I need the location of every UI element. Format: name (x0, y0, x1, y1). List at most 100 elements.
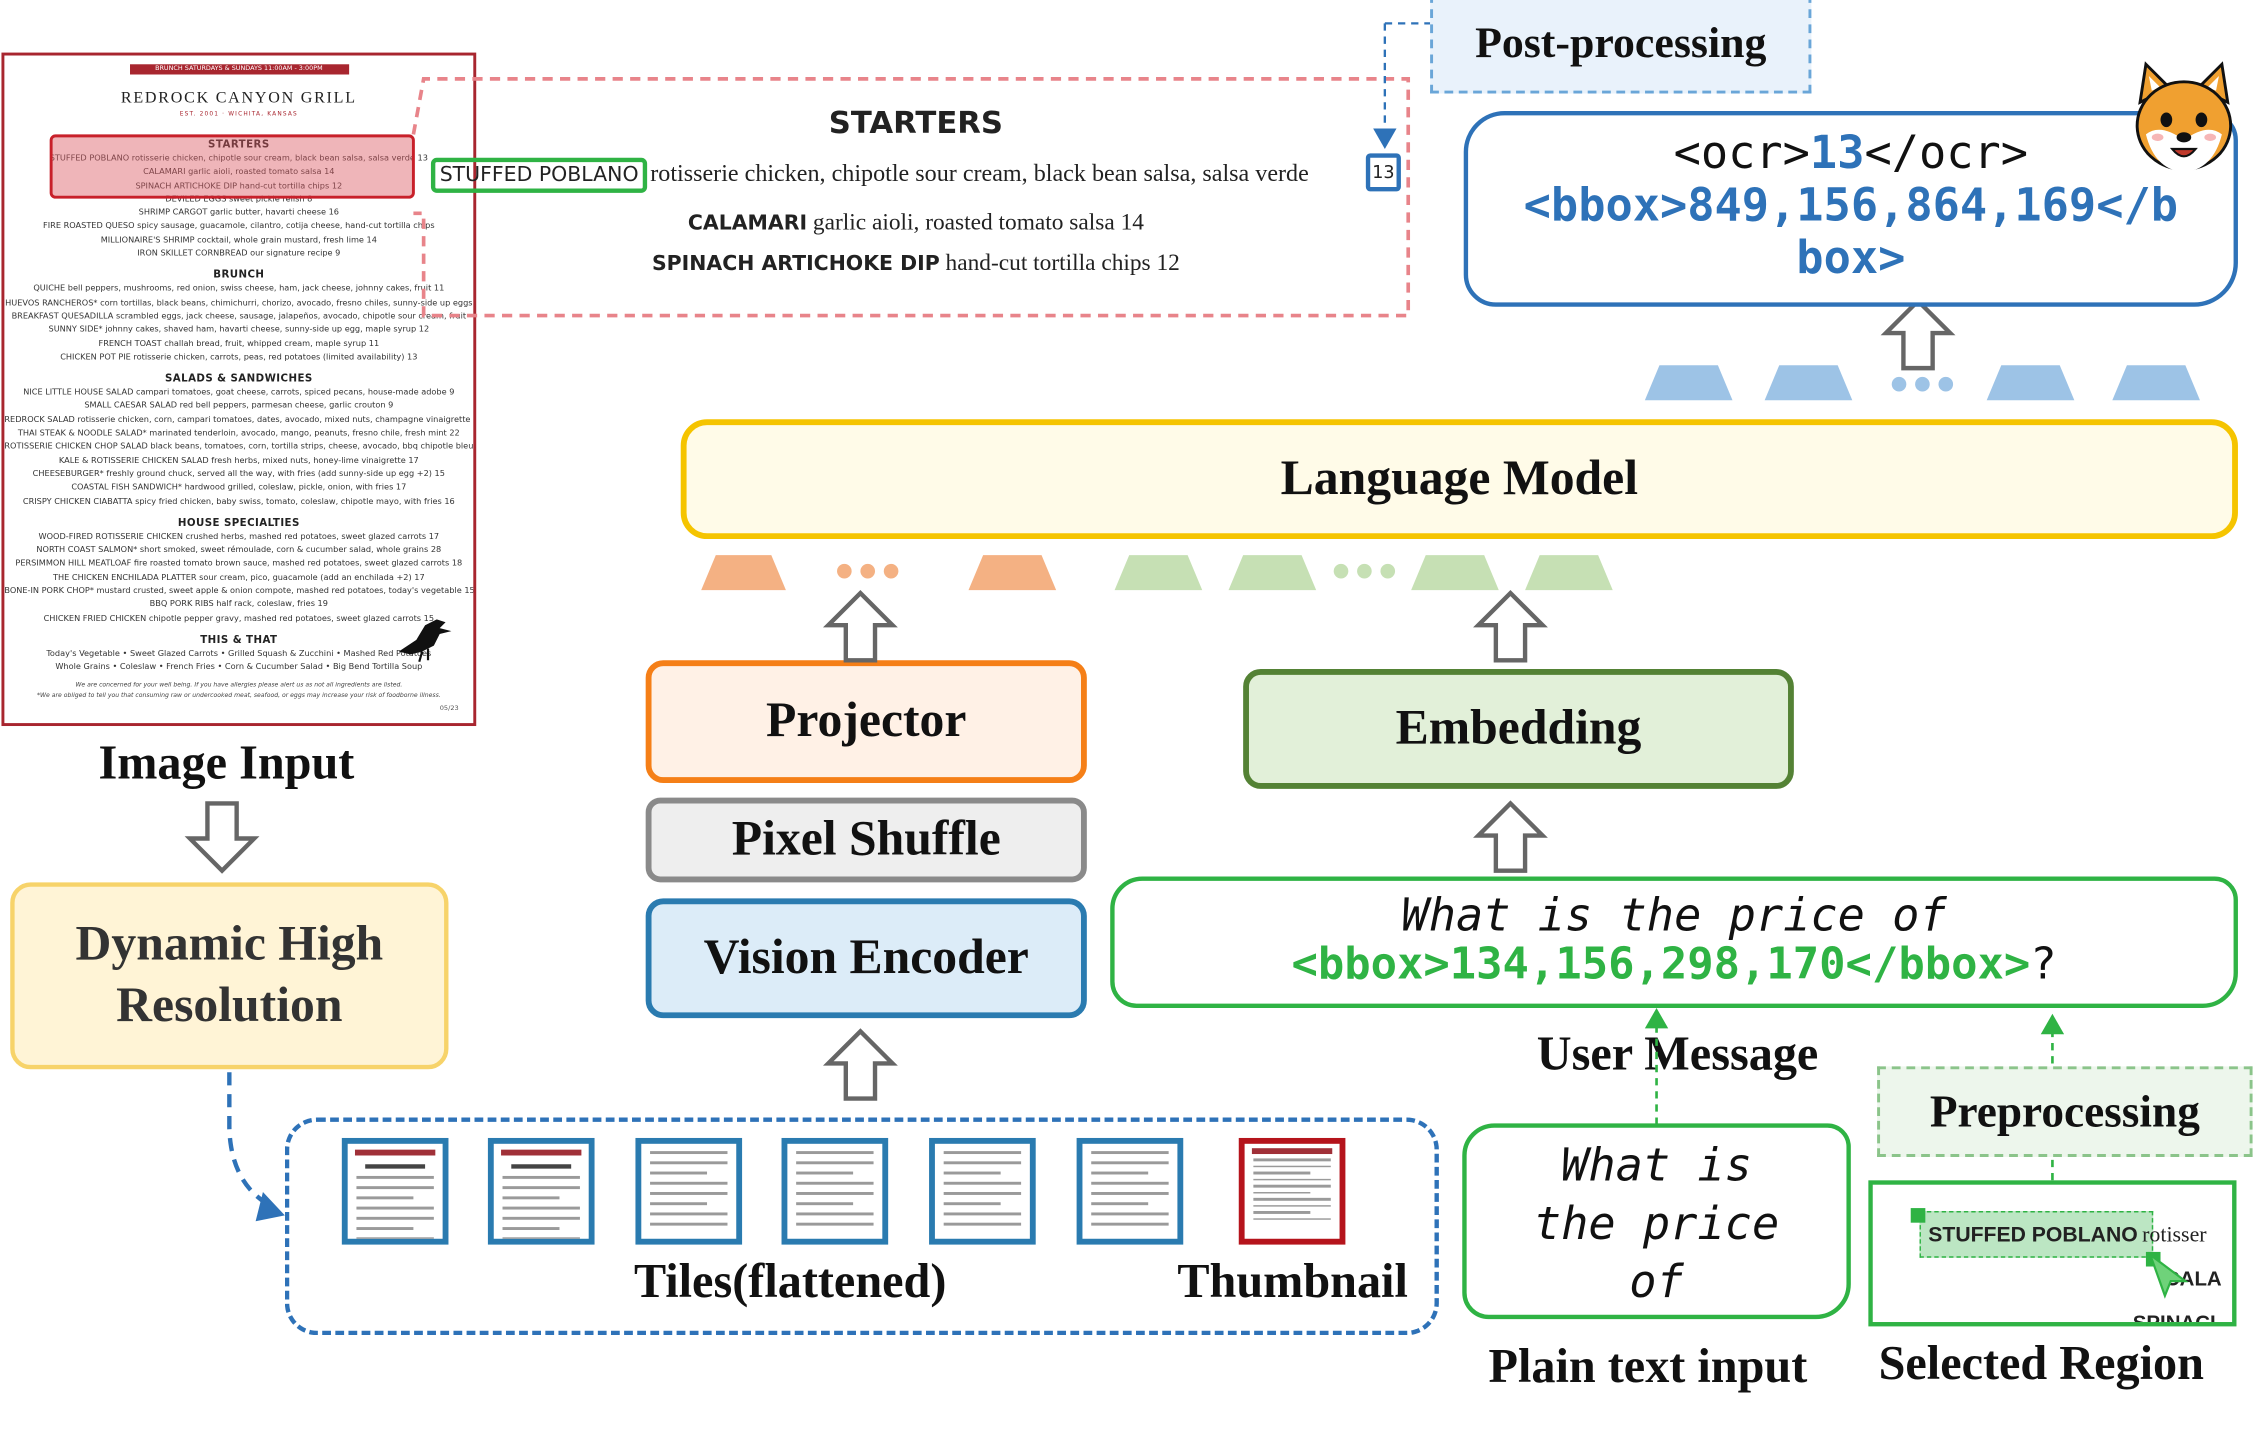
zoom-item2-desc: garlic aioli, roasted tomato salsa 14 (812, 210, 1144, 236)
region-line3: SPINACI (2132, 1310, 2216, 1327)
plain-text-input-label: Plain text input (1488, 1341, 1808, 1394)
hollow-arrow-up-icon (822, 589, 898, 663)
zoom-heading: STARTERS (828, 105, 1004, 141)
menu-item: SHRIMP CARGOT garlic butter, havarti che… (138, 209, 339, 218)
menu-footer-2: *We are obliged to tell you that consumi… (36, 690, 441, 699)
menu-item: SPINACH ARTICHOKE DIP hand-cut tortilla … (135, 182, 343, 191)
region-trail: rotisser (2142, 1224, 2207, 1248)
menu-item: HUEVOS RANCHEROS* corn tortillas, black … (5, 298, 473, 308)
embedding-box: Embedding (1243, 669, 1794, 789)
menu-item: CRISPY CHICKEN CIABATTA spicy fried chic… (22, 497, 455, 507)
menu-item: ROTISSERIE CHICKEN CHOP SALAD black bean… (4, 443, 477, 452)
menu-section-title: HOUSE SPECIALTIES (177, 516, 300, 529)
dynamic-high-resolution-box: Dynamic High Resolution (10, 882, 449, 1070)
projector-box: Projector (645, 660, 1087, 783)
zoom-item3-desc: hand-cut tortilla chips 12 (945, 251, 1180, 277)
menu-item: CHICKEN FRIED CHICKEN chipotle pepper gr… (43, 614, 435, 624)
menu-item: COASTAL FISH SANDWICH* hardwood grilled,… (71, 483, 407, 493)
menu-item: KALE & ROTISSERIE CHICKEN SALAD fresh he… (58, 456, 419, 466)
zoom-item2-name: CALAMARI (687, 211, 808, 236)
vision-encoder-box: Vision Encoder (645, 898, 1087, 1019)
menu-body: STARTERS STUFFED POBLANO rotisserie chick… (4, 137, 473, 675)
menu-item: DEVILED EGGS sweet pickle relish 8 (165, 195, 313, 205)
menu-item: REDROCK SALAD rotisserie chicken, corn, … (4, 415, 477, 425)
hollow-arrow-up-icon (1473, 589, 1548, 663)
user-message-bbox: <bbox>134,156,298,170</bbox> (1291, 939, 2031, 991)
user-message-box: What is the price of <bbox>134,156,298,1… (1110, 876, 2238, 1008)
zoom-item3-name: SPINACH ARTICHOKE DIP (651, 252, 940, 277)
image-tile (929, 1137, 1036, 1245)
zoom-item1-name: STUFFED POBLANO (430, 157, 648, 193)
selected-region-label: Selected Region (1878, 1338, 2204, 1391)
menu-item: Whole Grains • Coleslaw • French Fries •… (55, 663, 423, 673)
user-message-label: User Message (1536, 1028, 1819, 1081)
menu-footer-1: We are concerned for your well being. If… (75, 680, 403, 689)
menu-item: QUICHE bell peppers, mushrooms, red onio… (33, 285, 445, 295)
menu-date-code: 05/23 (439, 705, 459, 713)
visual-tokens (701, 555, 1613, 591)
hollow-arrow-up-icon (1880, 297, 1956, 371)
menu-item: STUFFED POBLANO rotisserie chicken, chip… (49, 154, 428, 164)
menu-section-title: STARTERS (208, 138, 270, 151)
ocr-open-tag: <ocr> (1673, 127, 1810, 180)
menu-item: CHEESEBURGER* freshly ground chuck, serv… (32, 470, 445, 480)
output-bbox-line2: box> (1796, 232, 1906, 285)
tiles-group (284, 1117, 1439, 1336)
menu-restaurant-name: REDROCK CANYON GRILL (120, 89, 357, 107)
image-input-label: Image Input (98, 737, 355, 791)
region-handle-left (1910, 1208, 1926, 1223)
menu-item: SMALL CAESAR SALAD red bell peppers, par… (84, 402, 394, 412)
menu-item: CALAMARI garlic aioli, roasted tomato sa… (143, 168, 335, 178)
menu-item: NORTH COAST SALMON* short smoked, sweet … (36, 546, 442, 556)
menu-item: THAI STEAK & NOODLE SALAD* marinated ten… (17, 429, 460, 439)
pixel-shuffle-box: Pixel Shuffle (645, 797, 1087, 883)
menu-item: FIRE ROASTED QUESO spicy sausage, guacam… (43, 222, 435, 232)
menu-section-title: BRUNCH (213, 269, 265, 282)
menu-item: PERSIMMON HILL MEATLOAF fire roasted tom… (15, 560, 463, 569)
zoom-item1-price: 13 (1365, 153, 1401, 192)
region-highlight (1919, 1211, 2154, 1258)
image-tile (781, 1137, 889, 1245)
plain-text-line1: What is (1561, 1139, 1752, 1193)
language-model-box: Language Model (680, 419, 2238, 540)
menu-banner: BRUNCH SATURDAYS & SUNDAYS 11:00AM - 3:0… (129, 64, 349, 75)
preprocessing-box: Preprocessing (1877, 1066, 2253, 1157)
ocr-close-tag: </ocr> (1864, 127, 2029, 180)
post-processing-box: Post-processing (1430, 0, 1812, 94)
thumbnail-label: Thumbnail (1177, 1256, 1408, 1309)
image-tile (635, 1137, 743, 1245)
menu-item: NICE LITTLE HOUSE SALAD campari tomatoes… (23, 388, 455, 398)
plain-text-box: What is the price of (1462, 1123, 1851, 1320)
menu-section-title: THIS & THAT (200, 633, 278, 646)
shiba-dog-icon (2135, 61, 2233, 173)
ocr-value: 13 (1809, 127, 1865, 180)
image-tile (1076, 1137, 1184, 1245)
image-tile (487, 1137, 595, 1245)
region-line2: CALA (2164, 1266, 2222, 1290)
menu-established: EST. 2001 · WICHITA, KANSAS (179, 109, 298, 117)
dashed-arrow-to-tiles (227, 1072, 285, 1222)
menu-item: FRENCH TOAST challah bread, fruit, whipp… (98, 339, 380, 349)
menu-item: SUNNY SIDE* johnny cakes, shaved ham, ha… (48, 326, 430, 335)
plain-text-line3: of (1629, 1256, 1684, 1309)
hollow-arrow-up-icon (822, 1028, 898, 1101)
menu-item: WOOD-FIRED ROTISSERIE CHICKEN crushed he… (38, 532, 440, 542)
zoom-item1-desc: rotisserie chicken, chipotle sour cream,… (650, 159, 1309, 187)
plain-text-line2: the price (1533, 1197, 1780, 1251)
roadrunner-bird-icon (398, 619, 452, 663)
menu-item: Today's Vegetable • Sweet Glazed Carrots… (46, 649, 432, 659)
menu-starters-highlight (49, 134, 415, 199)
hollow-arrow-up-icon (1473, 800, 1548, 873)
image-tile (341, 1137, 449, 1245)
menu-item: IRON SKILLET CORNBREAD our signature rec… (137, 249, 341, 259)
user-message-line1: What is the price of (1401, 889, 1947, 943)
output-bbox-line1: <bbox>849,156,864,169</b (1523, 179, 2179, 233)
tiles-label: Tiles(flattened) (633, 1256, 947, 1309)
region-text: STUFFED POBLANO (1928, 1224, 2138, 1248)
menu-item: BBQ PORK RIBS half rack, coleslaw, fries… (149, 600, 328, 610)
thumbnail-tile (1238, 1137, 1346, 1245)
